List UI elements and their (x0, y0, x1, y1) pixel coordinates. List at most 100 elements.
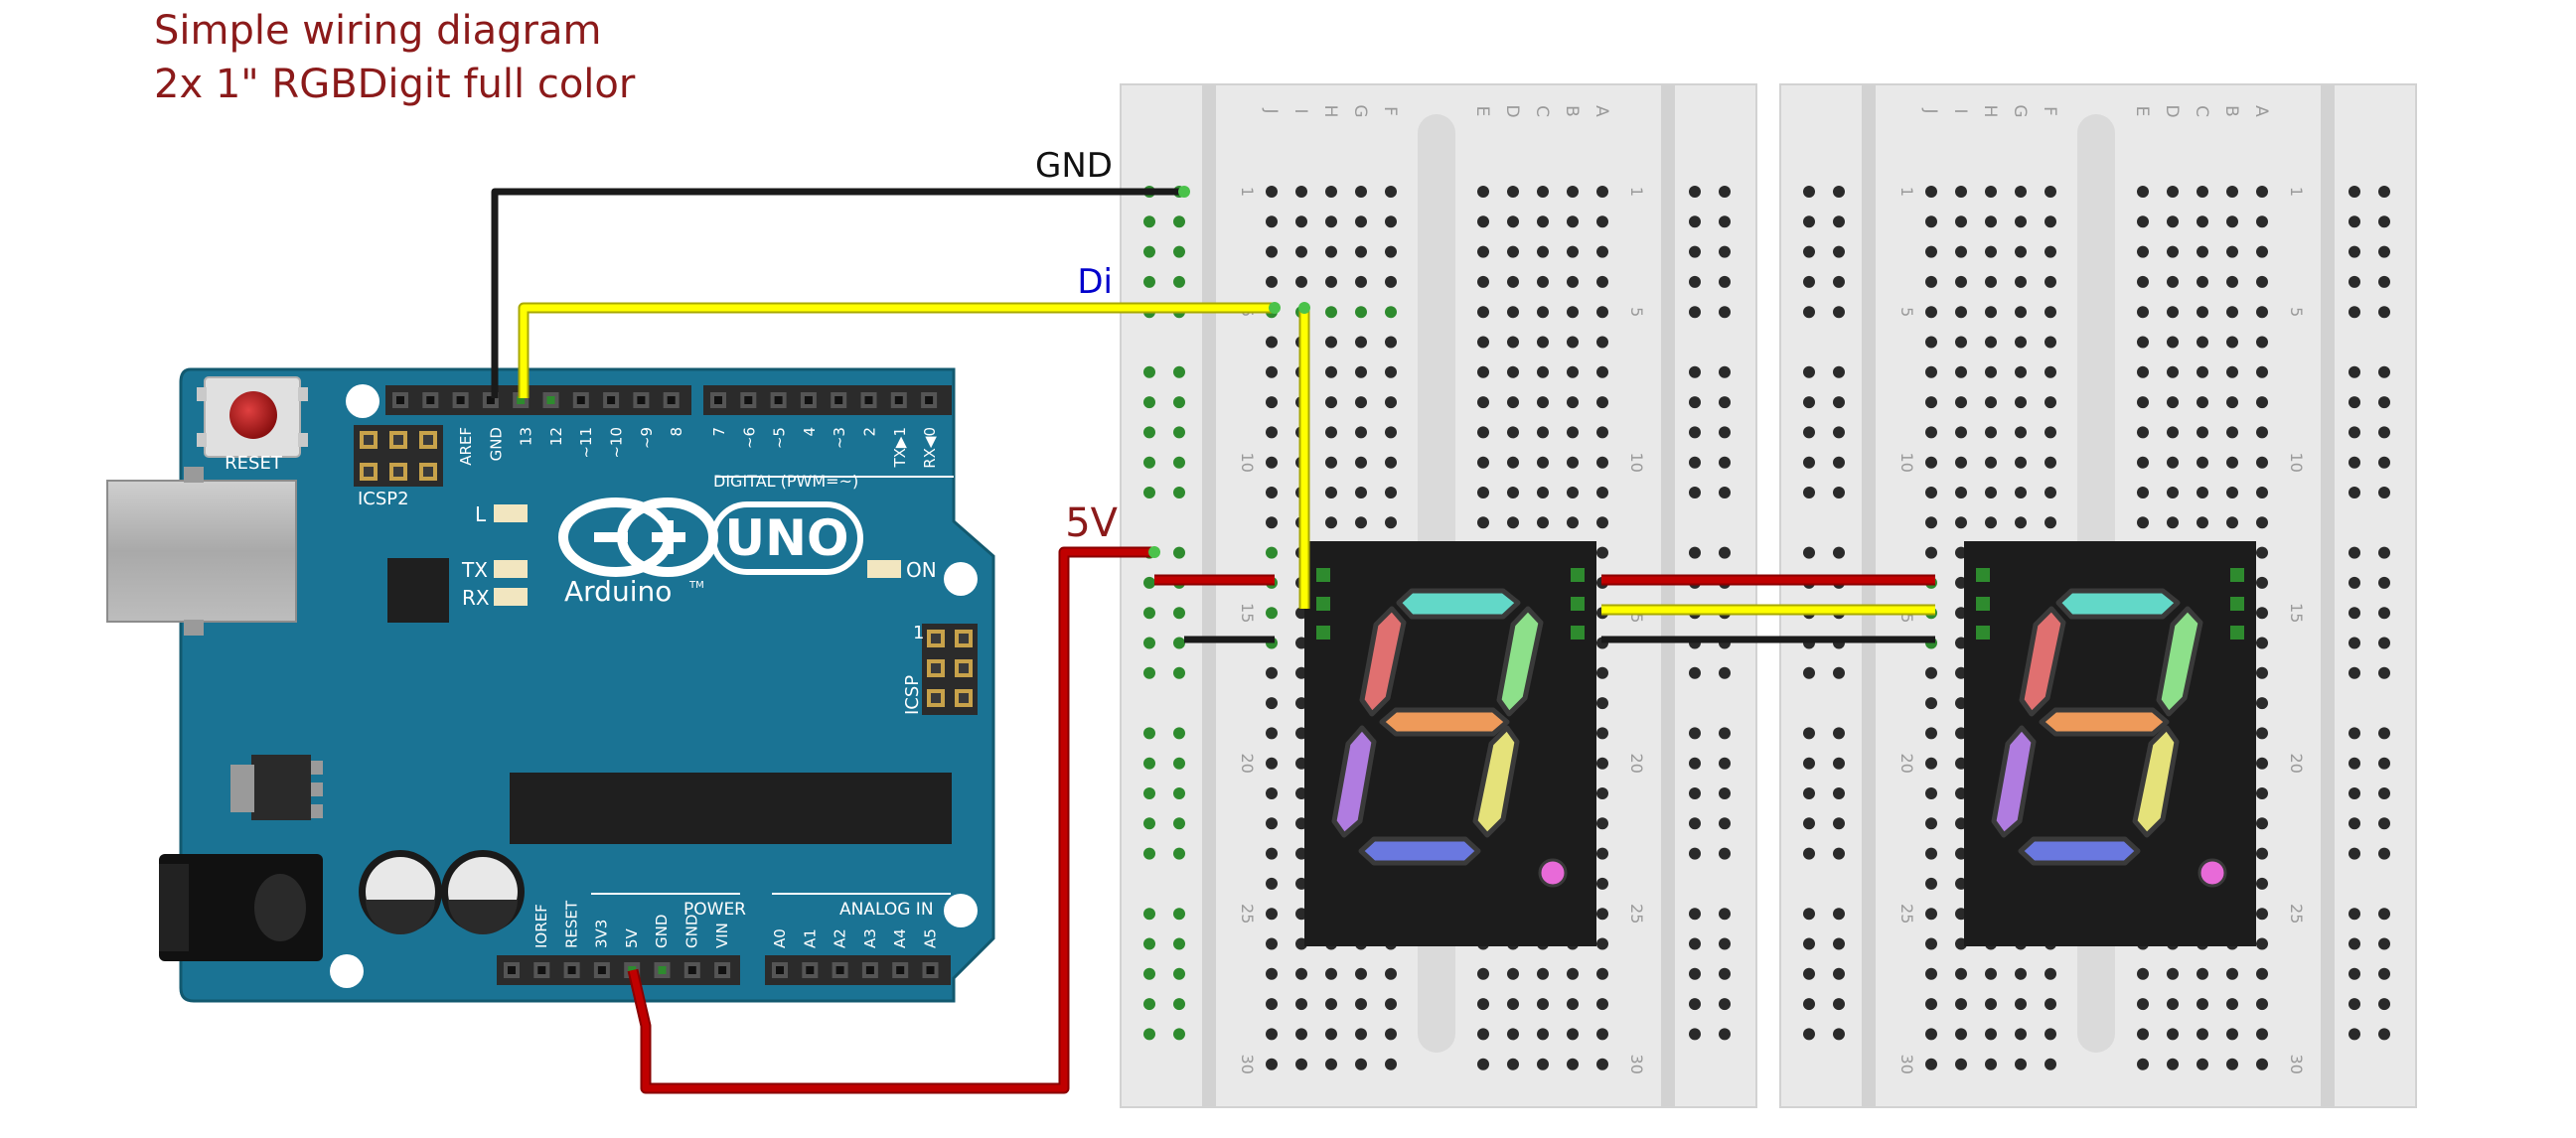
breadboard-hole (1266, 365, 1278, 378)
breadboard-hole (2137, 336, 2149, 349)
breadboard-hole (1385, 516, 1397, 529)
rail-hole (1143, 908, 1155, 921)
digit-pad (1316, 597, 1330, 611)
breadboard-hole (1925, 516, 1937, 529)
breadboard-hole (2167, 426, 2179, 439)
rail-hole (1803, 487, 1815, 498)
header-socket (835, 966, 844, 974)
digit-pad (1976, 626, 1990, 640)
breadboard-hole (2226, 426, 2238, 439)
capacitor (359, 850, 442, 934)
breadboard-hole (1596, 697, 1608, 710)
digit-pad (1316, 626, 1330, 640)
rail-hole (1143, 787, 1155, 799)
led-label-rx: RX (462, 586, 490, 610)
breadboard-hole (2137, 1028, 2149, 1041)
breadboard-hole (1925, 306, 1937, 319)
rail-hole (1803, 998, 1815, 1011)
breadboard-hole (2137, 275, 2149, 288)
breadboard-hole (1385, 967, 1397, 980)
uno-logo-badge: UNO (710, 501, 863, 575)
rail-hole (1689, 757, 1701, 770)
digit-pad (1976, 568, 1990, 582)
header-socket (486, 396, 495, 404)
breadboard-hole (1325, 396, 1337, 409)
rail-hole (1833, 787, 1845, 799)
rail-hole (1143, 275, 1155, 288)
breadboard-hole (1507, 487, 1519, 498)
rail-hole (2378, 817, 2390, 830)
rail-hole (1173, 607, 1185, 620)
header-socket (806, 966, 815, 974)
breadboard-hole (1596, 757, 1608, 770)
breadboard-hole (1537, 396, 1549, 409)
rail-hole (1143, 757, 1155, 770)
column-letter: I (1950, 108, 1970, 113)
breadboard-hole (2226, 336, 2238, 349)
breadboard-hole (1385, 456, 1397, 469)
breadboard-hole (1955, 336, 1967, 349)
breadboard-hole (1266, 245, 1278, 258)
breadboard-hole (2015, 998, 2027, 1011)
breadboard-hole (1385, 186, 1397, 198)
breadboard-hole (1955, 275, 1967, 288)
decimal-point (2197, 858, 2227, 888)
reset-button[interactable] (197, 376, 308, 458)
breadboard-hole (1537, 1058, 1549, 1070)
breadboard-hole (1355, 1028, 1367, 1041)
breadboard-hole (1596, 1058, 1608, 1070)
breadboard-hole (2256, 877, 2268, 890)
breadboard-hole (1537, 365, 1549, 378)
mounting-hole (346, 384, 379, 418)
breadboard-hole (1385, 245, 1397, 258)
breadboard-hole (1985, 186, 1997, 198)
breadboard-hole (2137, 396, 2149, 409)
rail-hole (2349, 967, 2360, 980)
breadboard-hole (2167, 456, 2179, 469)
icsp2-pin-core (364, 467, 374, 477)
pin-label: ~6 (740, 427, 758, 449)
breadboard-hole (1385, 396, 1397, 409)
breadboard-hole (1925, 847, 1937, 860)
power-jack (159, 854, 323, 961)
trademark-mark: TM (688, 580, 704, 591)
rail-hole (2378, 456, 2390, 469)
breadboard-hole (1385, 1058, 1397, 1070)
segment-f (2019, 606, 2066, 717)
breadboard-hole (1925, 727, 1937, 740)
breadboard-hole (2137, 998, 2149, 1011)
breadboard-hole (1925, 666, 1937, 679)
header-socket (576, 396, 585, 404)
breadboard-hole (1477, 998, 1489, 1011)
rail-hole (2349, 1028, 2360, 1041)
breadboard-hole (1596, 937, 1608, 950)
breadboard-hole (2167, 487, 2179, 498)
breadboard-hole (2197, 396, 2208, 409)
breadboard-hole (1925, 487, 1937, 498)
breadboard-hole (2137, 1058, 2149, 1070)
breadboard-hole (1955, 1028, 1967, 1041)
rail-hole (1719, 998, 1731, 1011)
header-socket (744, 396, 753, 404)
breadboard-hole (1567, 306, 1579, 319)
breadboard-hole (2256, 396, 2268, 409)
rail-hole (1719, 456, 1731, 469)
segment-g (2039, 707, 2170, 737)
row-number: 1 (1897, 187, 1916, 197)
header-socket (714, 396, 722, 404)
breadboard-hole (1266, 186, 1278, 198)
segment-b (2156, 606, 2203, 717)
pin-label: GND (653, 915, 671, 948)
rail-hole (2349, 727, 2360, 740)
breadboard-hole (1925, 937, 1937, 950)
rail-hole (1833, 998, 1845, 1011)
breadboard-hole (1567, 1058, 1579, 1070)
breadboard-hole (1955, 967, 1967, 980)
rail-hole (2378, 365, 2390, 378)
breadboard-hole (1385, 1028, 1397, 1041)
rail-hole (1689, 847, 1701, 860)
row-number: 5 (1897, 307, 1916, 317)
column-letter: A (2251, 105, 2271, 117)
breadboard-hole (2197, 275, 2208, 288)
